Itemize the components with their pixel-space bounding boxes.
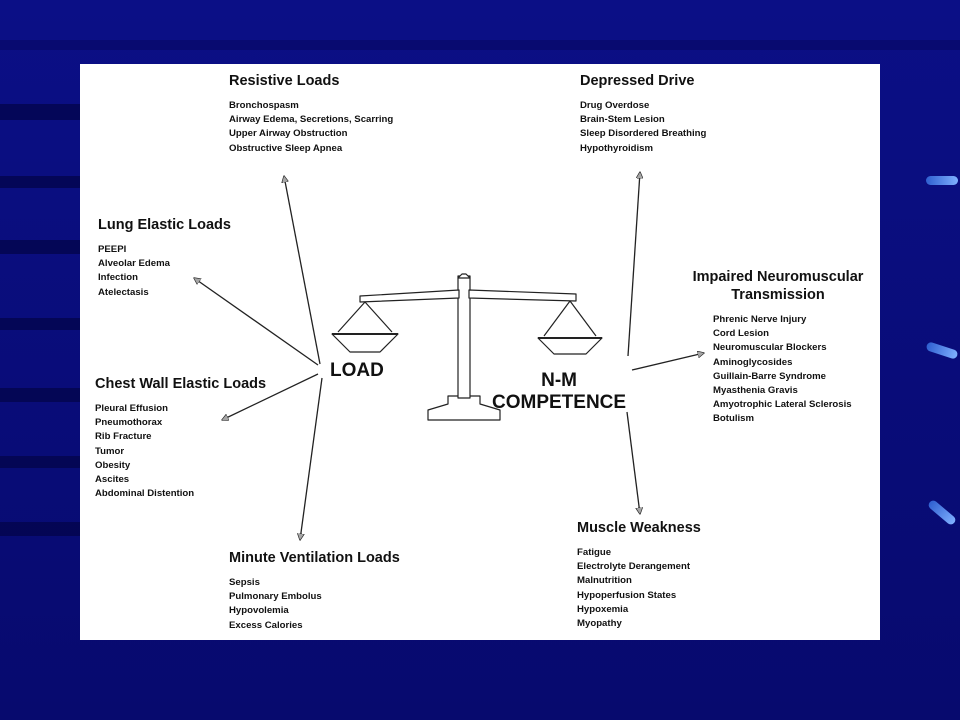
resistive-loads-heading: Resistive Loads <box>229 73 340 89</box>
background-stripe <box>0 318 80 330</box>
diagram-panel: LOAD N-M COMPETENCE Resistive Loads Bron… <box>80 64 880 640</box>
list-item: Myopathy <box>577 618 622 630</box>
arrow-to-resistive-loads <box>284 176 321 365</box>
impaired-transmission-title-line1: Impaired Neuromuscular <box>692 269 864 285</box>
list-item: Upper Airway Obstruction <box>229 128 348 140</box>
list-item: Guillain-Barre Syndrome <box>713 370 827 382</box>
list-item: Hypothyroidism <box>580 142 654 154</box>
background-stripe <box>0 522 80 536</box>
arrow-to-impaired-transmission <box>631 353 704 371</box>
diagram-graphics <box>80 64 880 640</box>
background-stripe <box>0 456 80 468</box>
background-stripe <box>0 240 80 254</box>
muscle-weakness-heading: Muscle Weakness <box>577 520 701 536</box>
list-item: Phrenic Nerve Injury <box>713 314 807 325</box>
list-item: Rib Fracture <box>95 431 152 443</box>
list-item: Drug Overdose <box>580 100 650 111</box>
lung-elastic-loads-heading: Lung Elastic Loads <box>98 217 231 233</box>
arrow-to-muscle-weakness <box>626 411 640 514</box>
arrow-to-minute-ventilation-loads <box>300 377 323 540</box>
chest-wall-elastic-loads-heading: Chest Wall Elastic Loads <box>95 376 267 392</box>
list-item: Bronchospasm <box>229 100 299 111</box>
list-item: Neuromuscular Blockers <box>713 342 827 354</box>
impaired-transmission-title-line2: Transmission <box>731 287 825 303</box>
list-item: Amyotrophic Lateral Sclerosis <box>713 399 852 411</box>
list-item: Obstructive Sleep Apnea <box>229 142 343 154</box>
list-item: Pneumothorax <box>95 417 163 429</box>
depressed-drive-heading: Depressed Drive <box>580 73 695 89</box>
minute-ventilation-loads-heading: Minute Ventilation Loads <box>229 550 400 566</box>
arrow-to-chest-wall-elastic-loads <box>222 373 319 420</box>
impaired-transmission-group: Impaired Neuromuscular Transmission Phre… <box>678 268 878 427</box>
lung-elastic-loads-group: Lung Elastic Loads PEEPI Alveolar Edema … <box>98 216 231 300</box>
list-item: Hypoxemia <box>577 603 629 615</box>
list-item: PEEPI <box>98 244 127 255</box>
list-item: Sleep Disordered Breathing <box>580 128 707 140</box>
list-item: Myasthenia Gravis <box>713 385 798 397</box>
list-item: Atelectasis <box>98 286 149 298</box>
decorative-swoosh <box>926 498 958 527</box>
list-item: Infection <box>98 272 138 284</box>
list-item: Aminoglycosides <box>713 356 793 368</box>
nm-label-line2: COMPETENCE <box>492 392 627 413</box>
decorative-swoosh <box>926 176 958 185</box>
decorative-swoosh <box>925 341 959 360</box>
nm-label-line1: N-M <box>541 370 577 391</box>
list-item: Ascites <box>95 474 130 486</box>
list-item: Sepsis <box>229 577 260 588</box>
list-item: Electrolyte Derangement <box>577 561 691 573</box>
list-item: Pleural Effusion <box>95 403 169 414</box>
list-item: Brain-Stem Lesion <box>580 114 665 126</box>
minute-ventilation-loads-group: Minute Ventilation Loads Sepsis Pulmonar… <box>229 549 400 633</box>
list-item: Cord Lesion <box>713 328 769 340</box>
list-item: Tumor <box>95 445 125 457</box>
list-item: Excess Calories <box>229 619 303 631</box>
list-item: Airway Edema, Secretions, Scarring <box>229 114 394 126</box>
impaired-transmission-heading: Impaired Neuromuscular Transmission <box>678 268 878 304</box>
list-item: Pulmonary Embolus <box>229 591 322 603</box>
background-stripe <box>0 176 80 188</box>
list-item: Hypovolemia <box>229 605 289 617</box>
arrow-to-lung-elastic-loads <box>194 278 319 366</box>
background-stripe <box>0 388 80 402</box>
load-label: LOAD <box>330 360 384 381</box>
list-item: Obesity <box>95 459 131 471</box>
arrow-to-depressed-drive <box>627 172 640 357</box>
list-item: Alveolar Edema <box>98 258 170 270</box>
chest-wall-elastic-loads-group: Chest Wall Elastic Loads Pleural Effusio… <box>95 375 266 501</box>
nm-competence-label: N-M COMPETENCE <box>492 370 626 414</box>
list-item: Fatigue <box>577 547 612 558</box>
list-item: Botulism <box>713 413 755 425</box>
background-stripe <box>0 40 960 50</box>
list-item: Abdominal Distention <box>95 488 195 500</box>
background-stripe <box>0 104 80 120</box>
list-item: Malnutrition <box>577 575 632 587</box>
depressed-drive-group: Depressed Drive Drug Overdose Brain-Stem… <box>580 72 706 156</box>
list-item: Hypoperfusion States <box>577 589 677 601</box>
resistive-loads-group: Resistive Loads Bronchospasm Airway Edem… <box>229 72 393 156</box>
balance-scale <box>331 273 603 421</box>
muscle-weakness-group: Muscle Weakness Fatigue Electrolyte Dera… <box>577 519 701 631</box>
